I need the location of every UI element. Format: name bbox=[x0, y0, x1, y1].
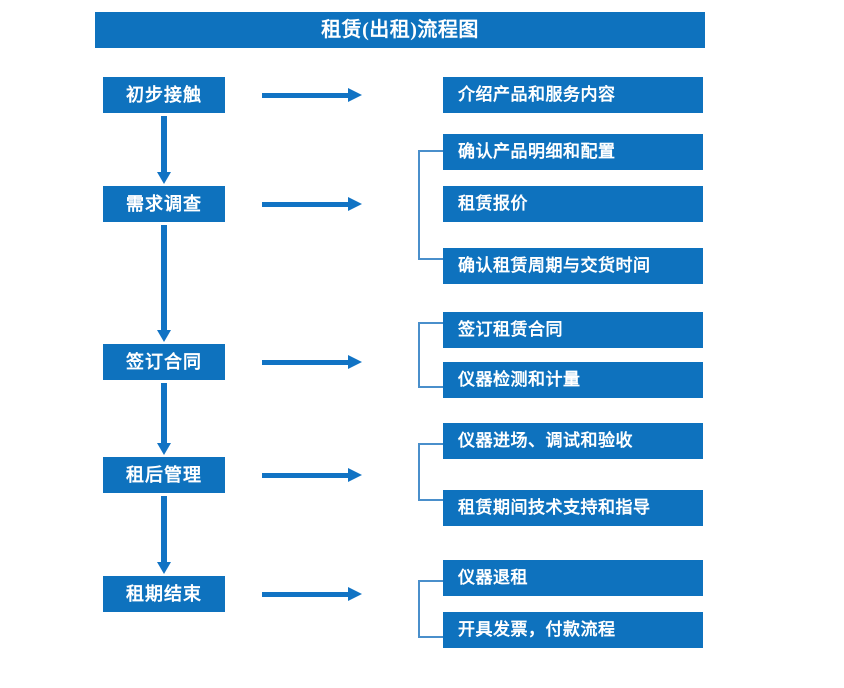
horizontal-arrow-1 bbox=[262, 87, 362, 103]
detail-box-5[interactable]: 签订租赁合同 bbox=[443, 312, 703, 348]
vertical-arrow-4-5 bbox=[156, 496, 172, 574]
vertical-arrow-1-2 bbox=[156, 116, 172, 184]
horizontal-arrow-2 bbox=[262, 196, 362, 212]
detail-box-1[interactable]: 介绍产品和服务内容 bbox=[443, 77, 703, 113]
detail-box-7[interactable]: 仪器进场、调试和验收 bbox=[443, 423, 703, 459]
detail-box-6[interactable]: 仪器检测和计量 bbox=[443, 362, 703, 398]
vertical-arrow-2-3 bbox=[156, 225, 172, 342]
horizontal-arrow-4 bbox=[262, 467, 362, 483]
horizontal-arrow-5 bbox=[262, 586, 362, 602]
group-bracket-4 bbox=[418, 443, 443, 501]
detail-box-4[interactable]: 确认租赁周期与交货时间 bbox=[443, 248, 703, 284]
horizontal-arrow-3 bbox=[262, 354, 362, 370]
detail-box-8[interactable]: 租赁期间技术支持和指导 bbox=[443, 490, 703, 526]
stage-box-4[interactable]: 租后管理 bbox=[103, 457, 225, 493]
stage-box-1[interactable]: 初步接触 bbox=[103, 77, 225, 113]
detail-box-2[interactable]: 确认产品明细和配置 bbox=[443, 134, 703, 170]
stage-box-3[interactable]: 签订合同 bbox=[103, 344, 225, 380]
group-bracket-2 bbox=[418, 150, 443, 260]
detail-box-3[interactable]: 租赁报价 bbox=[443, 186, 703, 222]
group-bracket-5 bbox=[418, 580, 443, 638]
vertical-arrow-3-4 bbox=[156, 383, 172, 455]
page-title: 租赁(出租)流程图 bbox=[95, 12, 705, 48]
detail-box-10[interactable]: 开具发票，付款流程 bbox=[443, 612, 703, 648]
stage-box-5[interactable]: 租期结束 bbox=[103, 576, 225, 612]
stage-box-2[interactable]: 需求调查 bbox=[103, 186, 225, 222]
group-bracket-3 bbox=[418, 322, 443, 388]
detail-box-9[interactable]: 仪器退租 bbox=[443, 560, 703, 596]
